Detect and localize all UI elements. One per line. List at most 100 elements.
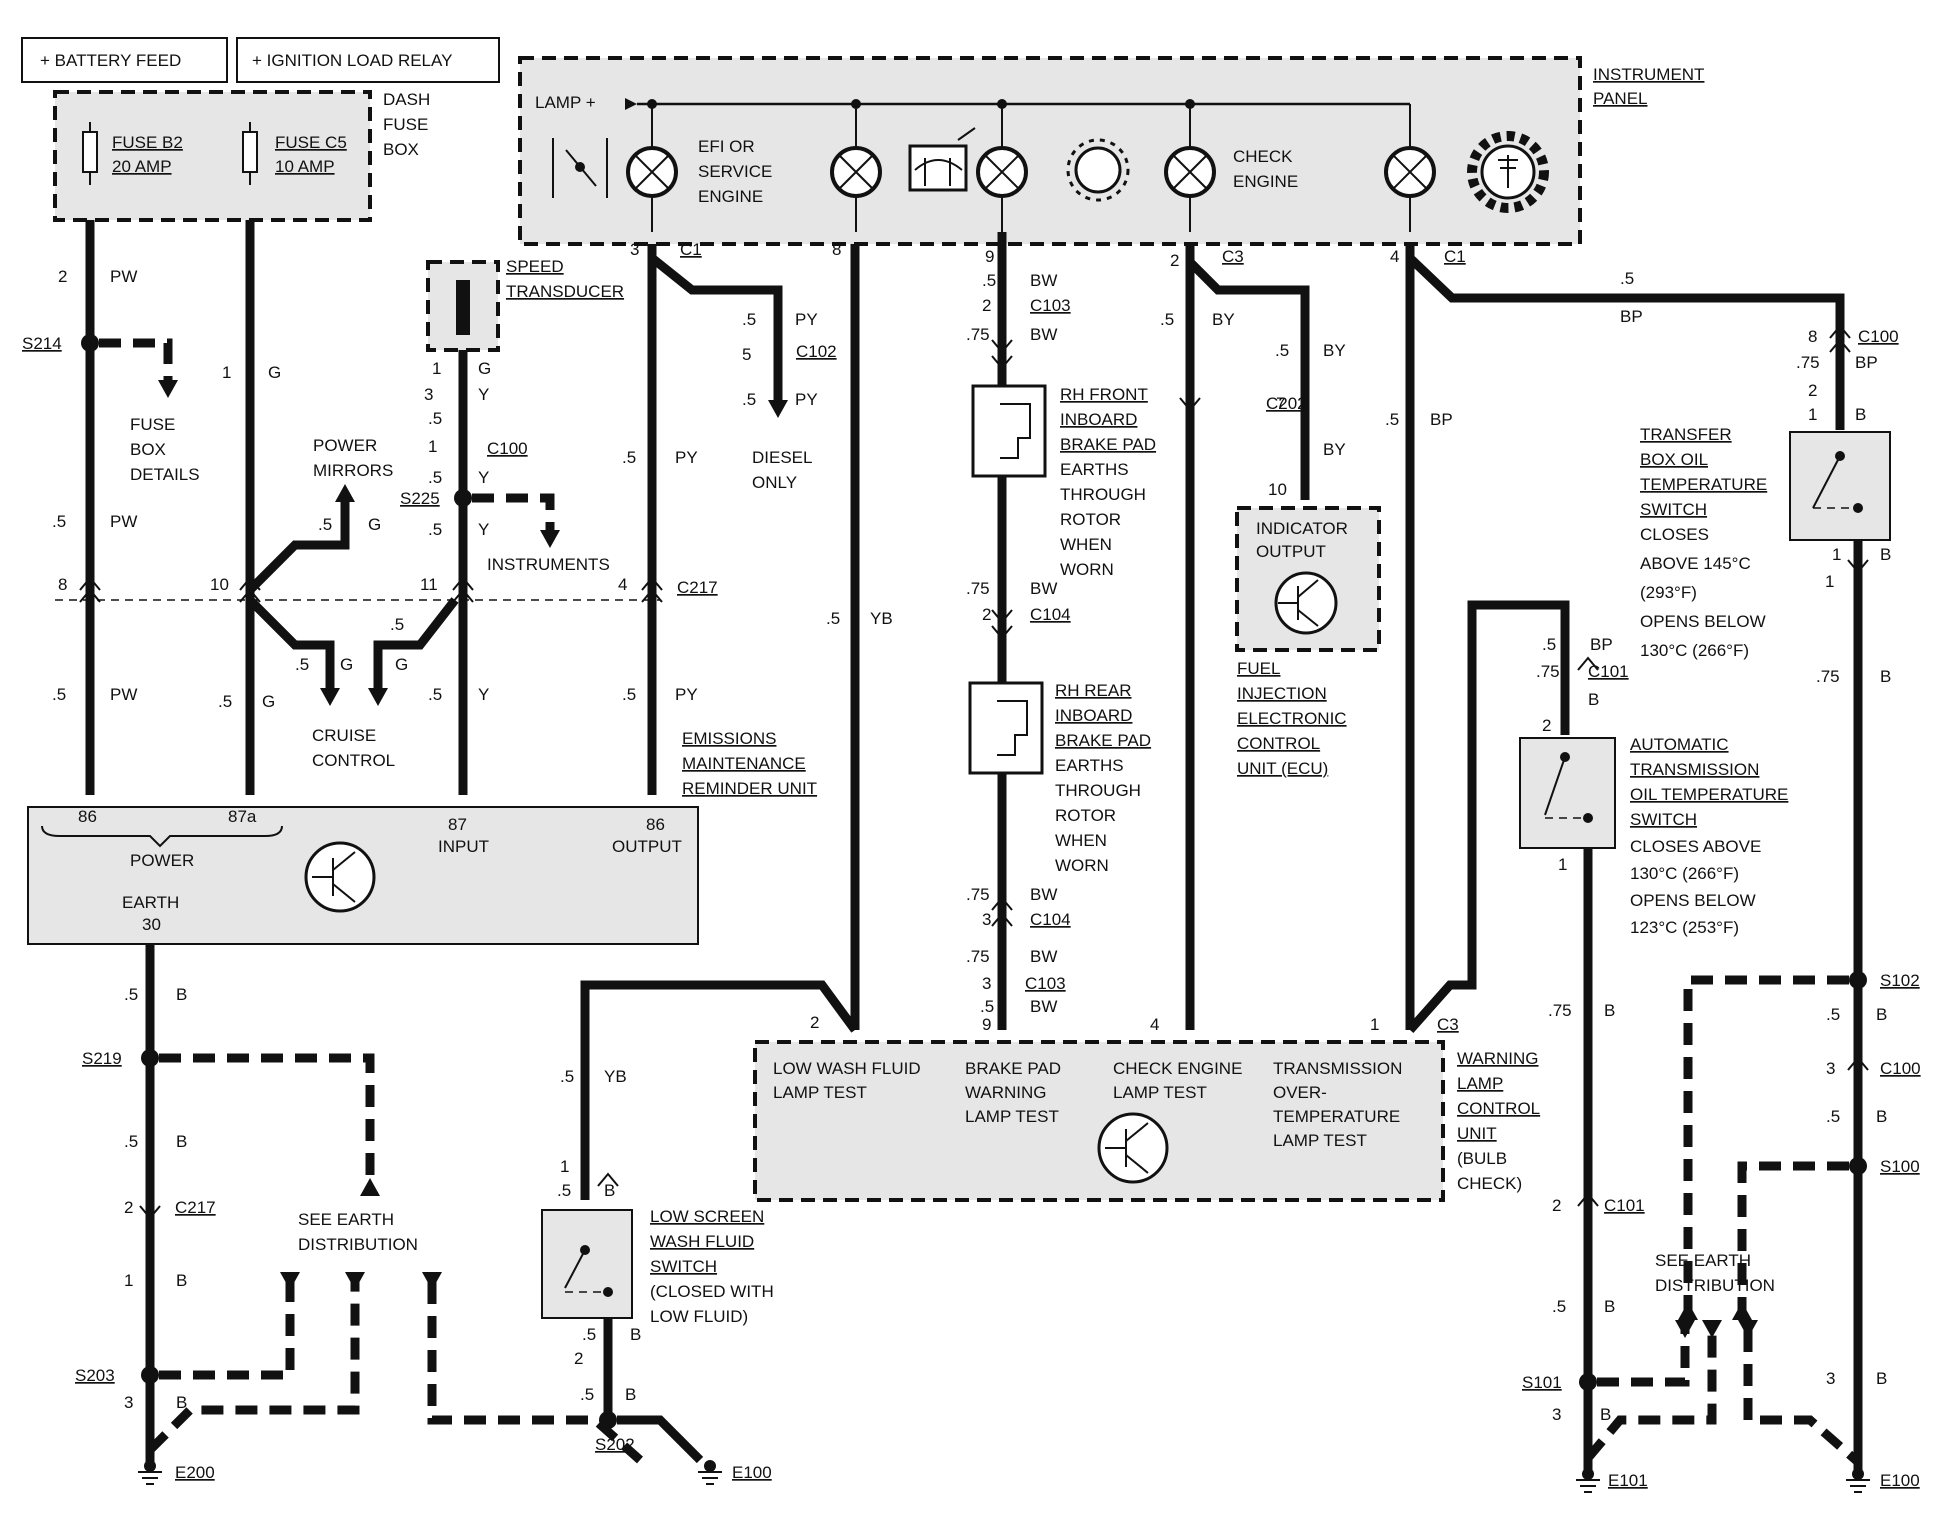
label-wire_labels-8-text: G xyxy=(268,363,281,382)
label-wire_labels-68-text: 7 xyxy=(1276,394,1285,413)
label-instrument_panel-efi_lines-1: SERVICE xyxy=(698,162,772,181)
label-wire_labels-114-text: 3 xyxy=(124,1393,133,1412)
label-instrument_panel-efi_lines-2: ENGINE xyxy=(698,187,763,206)
label-connectors-c217_b: C217 xyxy=(175,1198,216,1217)
label-wire_labels-17-text: G xyxy=(262,692,275,711)
label-wire_labels-43-text: .5 xyxy=(826,609,840,628)
label-connectors-c3_a: C3 xyxy=(1222,247,1244,266)
label-atm_switch-title_lines-1: TRANSMISSION xyxy=(1630,760,1759,779)
label-wire_labels-81-text: B xyxy=(1855,405,1866,424)
label-atm_switch-note_lines-0: CLOSES ABOVE xyxy=(1630,837,1761,856)
label-wire_labels-74-text: .5 xyxy=(1620,269,1634,288)
arrow-cruise-right-icon xyxy=(368,688,388,706)
label-wire_labels-115-text: B xyxy=(176,1393,187,1412)
splice-s202-label: S202 xyxy=(595,1435,635,1454)
label-wire_labels-89-text: 3 xyxy=(1826,1059,1835,1078)
check-engine-lamp-icon xyxy=(1164,99,1216,232)
automatic-transmission-oil-temperature-switch: AUTOMATIC TRANSMISSION OIL TEMPERATURE S… xyxy=(1519,735,1788,937)
label-wire_labels-57-text: .75 xyxy=(966,947,990,966)
label-speed_transducer-lines-1: TRANSDUCER xyxy=(506,282,624,301)
instrument-panel: INSTRUMENT PANEL LAMP + EFI OR SERVICE E… xyxy=(518,56,1704,246)
label-atm_switch-note_lines-1: 130°C (266°F) xyxy=(1630,864,1739,883)
label-ecu-lines-4: UNIT (ECU) xyxy=(1237,759,1328,778)
label-emr_unit-label_lines-2: REMINDER UNIT xyxy=(682,779,817,798)
label-warning_unit-brake_pad_lines-2: LAMP TEST xyxy=(965,1107,1059,1126)
label-speed_transducer-lines-0: SPEED xyxy=(506,257,564,276)
label-wire_labels-23-text: 1 xyxy=(428,437,437,456)
dash-fuse-box: DASH FUSE BOX FUSE B2 20 AMP FUSE C5 10 … xyxy=(53,90,430,222)
label-wire_labels-64-text: .5 xyxy=(1160,310,1174,329)
label-branches-diesel_only_lines-0: DIESEL xyxy=(752,448,812,467)
label-wire_labels-26-text: .5 xyxy=(428,520,442,539)
label-wire_labels-53-text: 2 xyxy=(982,605,991,624)
label-wire_labels-22-text: .5 xyxy=(428,409,442,428)
ignition-load-relay-box: + IGNITION LOAD RELAY xyxy=(236,37,500,83)
label-wire_labels-35-text: .5 xyxy=(622,685,636,704)
label-branches-cruise_control_lines-1: CONTROL xyxy=(312,751,395,770)
label-wire_labels-59-text: 3 xyxy=(982,974,991,993)
arrow-diesel-icon xyxy=(768,400,788,418)
label-wire_labels-125-text: .5 xyxy=(580,1385,594,1404)
label-wire_labels-71-text: 4 xyxy=(1390,247,1399,266)
label-transfer_switch-note_lines-4: 130°C (266°F) xyxy=(1640,641,1749,660)
label-brake_pads-front_lines-2: BRAKE PAD xyxy=(1060,435,1156,454)
label-wire_labels-112-text: 1 xyxy=(124,1271,133,1290)
label-wire_labels-30-text: Y xyxy=(478,685,489,704)
label-warning_unit-transmission_lines-3: LAMP TEST xyxy=(1273,1131,1367,1150)
label-wire_labels-106-text: B xyxy=(1600,1405,1611,1424)
label-wire_labels-44-text: YB xyxy=(870,609,893,628)
label-warning_unit-label_lines-1: LAMP xyxy=(1457,1074,1503,1093)
label-wire_labels-103-text: .5 xyxy=(1552,1297,1566,1316)
label-warning_unit-label_lines-3: UNIT xyxy=(1457,1124,1497,1143)
label-emr_unit-power: POWER xyxy=(130,851,194,870)
label-low_screen_switch-title_lines-0: LOW SCREEN xyxy=(650,1207,764,1226)
wire-to-fuse-details xyxy=(99,338,173,380)
label-wire_labels-65-text: BY xyxy=(1212,310,1235,329)
wire-e100-right-earth xyxy=(1743,1330,1861,1466)
label-wire_labels-120-text: .5 xyxy=(557,1181,571,1200)
label-wire_labels-69-text: BY xyxy=(1323,440,1346,459)
ground-e100-right-label: E100 xyxy=(1880,1471,1920,1490)
label-emr_unit-pin_30: 30 xyxy=(142,915,161,934)
label-wire_labels-55-text: BW xyxy=(1030,885,1057,904)
label-wire_labels-54-text: .75 xyxy=(966,885,990,904)
ignition-load-relay-label: + IGNITION LOAD RELAY xyxy=(252,51,452,70)
warning-lamp-control-unit: WARNING LAMP CONTROL UNIT (BULB CHECK) L… xyxy=(753,1040,1540,1202)
label-fuse_box-details_lines-1: BOX xyxy=(130,440,166,459)
transmission-temp-lamp-icon xyxy=(1384,104,1436,232)
label-wire_labels-78-text: BP xyxy=(1855,353,1878,372)
label-warning_unit-label_lines-2: CONTROL xyxy=(1457,1099,1540,1118)
label-wire_labels-41-text: PY xyxy=(795,390,818,409)
label-fuse_box-label_lines-1: FUSE xyxy=(383,115,428,134)
label-wire_labels-13-text: G xyxy=(340,655,353,674)
label-wire_labels-36-text: PY xyxy=(675,685,698,704)
label-wire_labels-21-text: Y xyxy=(478,385,489,404)
label-wire_labels-79-text: 2 xyxy=(1808,381,1817,400)
label-wire_labels-119-text: 1 xyxy=(560,1157,569,1176)
label-emr_unit-label_lines-1: MAINTENANCE xyxy=(682,754,806,773)
label-wire_labels-46-text: .5 xyxy=(982,271,996,290)
label-atm_switch-title_lines-3: SWITCH xyxy=(1630,810,1697,829)
label-wire_labels-116-text: 2 xyxy=(810,1013,819,1032)
label-connectors-c100_c: C100 xyxy=(1880,1059,1921,1078)
transfer-box-oil-temperature-switch: TRANSFER BOX OIL TEMPERATURE SWITCH CLOS… xyxy=(1640,425,1891,660)
fuse-c5-rating: 10 AMP xyxy=(275,157,335,176)
label-transfer_switch-title_lines-0: TRANSFER xyxy=(1640,425,1732,444)
label-emr_unit-output: OUTPUT xyxy=(612,837,682,856)
label-ecu-lines-1: INJECTION xyxy=(1237,684,1327,703)
label-wire_labels-39-text: 5 xyxy=(742,345,751,364)
label-wire_labels-4-text: 8 xyxy=(58,575,67,594)
label-warning_unit-brake_pad_lines-0: BRAKE PAD xyxy=(965,1059,1061,1078)
label-wire_labels-104-text: B xyxy=(1604,1297,1615,1316)
label-emr_unit-pin_87a: 87a xyxy=(228,807,257,826)
label-wire_labels-11-text: 10 xyxy=(210,575,229,594)
ground-e101-icon xyxy=(1576,1468,1600,1493)
label-wire_labels-20-text: 3 xyxy=(424,385,433,404)
label-wire_labels-80-text: 1 xyxy=(1808,405,1817,424)
label-wire_labels-88-text: B xyxy=(1876,1005,1887,1024)
label-wire_labels-91-text: B xyxy=(1876,1107,1887,1126)
label-wire_labels-45-text: 9 xyxy=(985,247,994,266)
label-atm_switch-title_lines-0: AUTOMATIC xyxy=(1630,735,1729,754)
label-connectors-c104_b: C104 xyxy=(1030,910,1071,929)
label-wire_labels-110-text: B xyxy=(176,1132,187,1151)
